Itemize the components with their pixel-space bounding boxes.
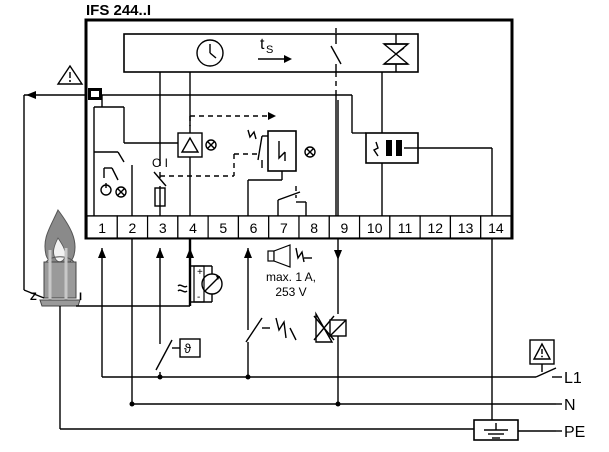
terminal-label: 5 bbox=[219, 220, 227, 236]
terminal-7: 7 bbox=[268, 215, 300, 239]
alarm-horn-icon bbox=[267, 244, 312, 268]
main-disconnect-switch-icon bbox=[535, 367, 557, 378]
relay-indicator-lamp-icon bbox=[304, 146, 316, 158]
l1-warning-triangle-icon bbox=[529, 339, 555, 372]
meter-minus-label: - bbox=[197, 292, 200, 303]
terminal-3: 3 bbox=[146, 215, 179, 239]
clock-icon bbox=[196, 39, 224, 67]
microammeter-icon bbox=[177, 265, 223, 303]
mains-l1-label: L1 bbox=[564, 370, 582, 387]
relay-contact-icon bbox=[160, 129, 268, 177]
terminal-label: 7 bbox=[280, 220, 288, 236]
terminal-label: 11 bbox=[398, 220, 413, 236]
terminal-13: 13 bbox=[449, 215, 482, 239]
mains-pe-label: PE bbox=[564, 424, 585, 441]
terminal-label: 4 bbox=[189, 220, 197, 236]
relay-rating-line2: 253 V bbox=[275, 285, 306, 299]
terminal-9: 9 bbox=[328, 215, 361, 239]
terminal-label: 1 bbox=[98, 220, 106, 236]
ionisation-wire bbox=[23, 88, 102, 290]
terminal-5: 5 bbox=[207, 215, 240, 239]
terminal-label: 13 bbox=[458, 220, 474, 236]
device-title: IFS 244..I bbox=[86, 2, 151, 19]
terminal-8: 8 bbox=[298, 215, 330, 239]
triac-icon bbox=[382, 34, 410, 72]
terminal-14: 14 bbox=[480, 215, 512, 239]
svg-text:ϑ: ϑ bbox=[184, 341, 192, 356]
reset-button-icon bbox=[94, 151, 127, 198]
earth-terminal-box bbox=[473, 419, 519, 441]
meter-plus-label: + bbox=[197, 267, 203, 278]
mains-n-label: N bbox=[564, 397, 576, 414]
gas-valve-icon bbox=[313, 311, 347, 343]
terminal-12: 12 bbox=[419, 215, 452, 239]
terminal-6: 6 bbox=[237, 215, 270, 239]
internal-switch-icon bbox=[330, 34, 342, 72]
flame-indicator-lamp-icon bbox=[205, 139, 217, 151]
safety-time-label: t S bbox=[258, 36, 292, 63]
electrode-i-label: I bbox=[79, 291, 82, 303]
terminal-label: 8 bbox=[310, 220, 318, 236]
terminal-label: 14 bbox=[488, 220, 504, 236]
electrode-z-label: Z bbox=[30, 291, 37, 303]
terminal-label: 2 bbox=[129, 220, 137, 236]
fuse-icon bbox=[154, 186, 166, 216]
warning-triangle-icon bbox=[56, 64, 84, 85]
terminal-10: 10 bbox=[358, 215, 391, 239]
timer-subscript: S bbox=[266, 44, 273, 56]
burner-flame-icon bbox=[39, 209, 81, 307]
terminal-4: 4 bbox=[177, 215, 209, 239]
terminal-label: 10 bbox=[367, 220, 383, 236]
relay-rating-line1: max. 1 A, bbox=[266, 270, 316, 284]
air-pressure-switch-icon bbox=[245, 317, 297, 377]
terminal-label: 6 bbox=[250, 220, 258, 236]
terminal-11: 11 bbox=[389, 215, 421, 239]
timer-label: t bbox=[260, 36, 265, 53]
isolating-transformer-box bbox=[365, 132, 419, 164]
relay-box bbox=[267, 130, 297, 172]
control-unit-box bbox=[123, 33, 419, 73]
main-switch-icon bbox=[153, 171, 167, 187]
thermostat-switch-icon: ϑ bbox=[155, 334, 201, 377]
terminal-label: 12 bbox=[427, 220, 443, 236]
terminal-label: 9 bbox=[341, 220, 349, 236]
terminal-label: 3 bbox=[159, 220, 167, 236]
terminal-2: 2 bbox=[116, 215, 149, 239]
terminal-1: 1 bbox=[86, 215, 118, 239]
flame-amplifier-box bbox=[177, 132, 203, 158]
